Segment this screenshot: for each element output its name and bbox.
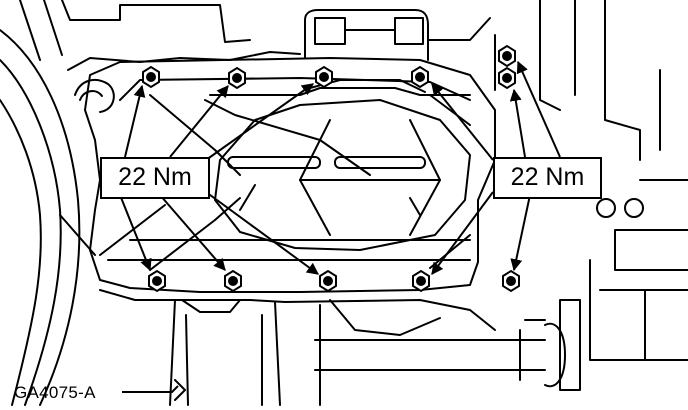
hex-bolt-icon — [411, 65, 429, 89]
figure-id-leader — [122, 385, 179, 393]
torque-leader-arrows — [119, 60, 561, 275]
hex-bolt-icon — [142, 65, 160, 89]
upper-left-frame — [19, 0, 301, 113]
hex-bolt-icon — [502, 269, 520, 293]
diagonal-braces — [99, 94, 471, 271]
hex-bolt-icon — [228, 66, 246, 90]
hex-bolt-icon — [148, 269, 166, 293]
center-cutout — [214, 99, 471, 251]
hex-bolt-icon — [319, 269, 337, 293]
left-tire-outline — [0, 29, 96, 406]
torque-callout-right: 22 Nm — [493, 157, 602, 199]
hex-bolt-icon — [498, 44, 516, 68]
right-side-structure — [494, 0, 688, 391]
hex-bolt-icon — [315, 65, 333, 89]
hex-bolt-icon — [498, 66, 516, 90]
hex-bolt-icon — [412, 269, 430, 293]
figure-id-label: GA4075-A — [14, 383, 96, 402]
top-center-bracket — [304, 9, 491, 61]
hex-bolt-icon — [224, 269, 242, 293]
lower-driveshaft — [99, 289, 566, 406]
torque-callout-left: 22 Nm — [100, 157, 210, 199]
